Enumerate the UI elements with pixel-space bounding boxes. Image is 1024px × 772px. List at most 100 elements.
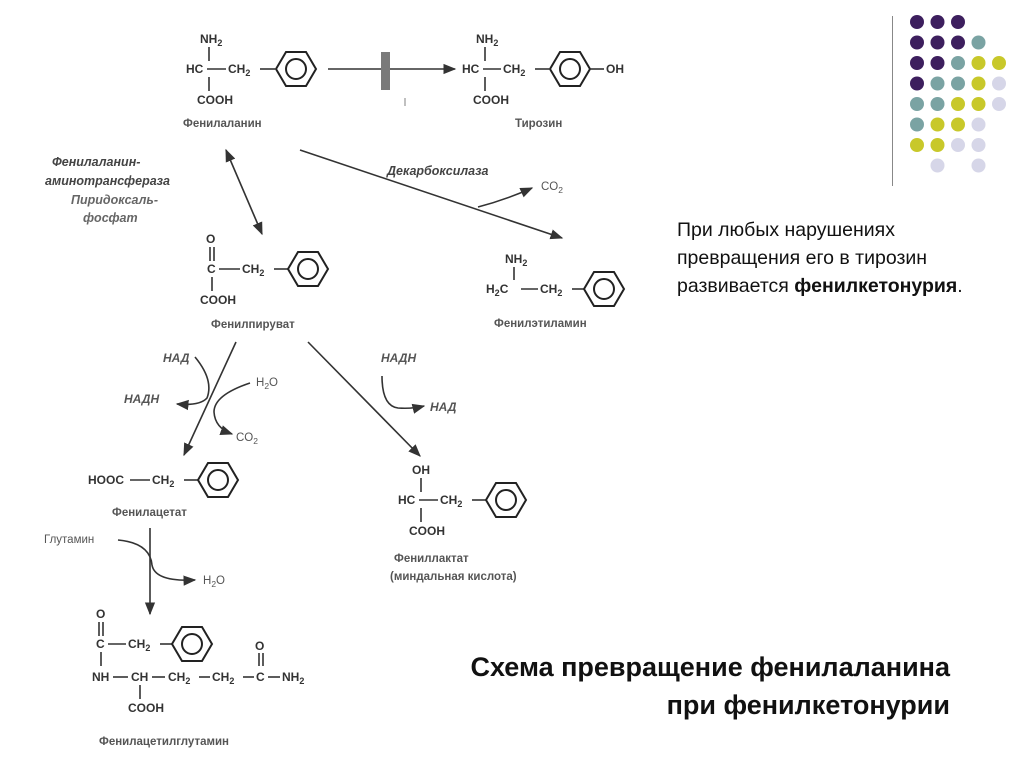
pa-ch2: CH2 (152, 473, 174, 489)
cofactor-line2: фосфат (83, 211, 138, 225)
decor-dot (992, 97, 1006, 111)
tyr-hc: HC (462, 62, 480, 76)
pag-ch: CH (131, 670, 148, 684)
h2o-label: H2O (256, 377, 278, 391)
transaminase-labels: Фенилаланин- аминотрансфераза Пиридоксал… (45, 155, 170, 225)
pea-ch2: CH2 (540, 282, 562, 298)
phenylalanine-label: Фенилаланин (183, 118, 262, 130)
phenylpyruvate-label: Фенилпируват (211, 319, 295, 331)
pyr-cooh: COOH (200, 293, 236, 307)
decor-dot (971, 35, 986, 50)
decor-dot (951, 117, 965, 132)
decor-dot (992, 56, 1006, 70)
decor-dot (951, 15, 965, 29)
phenylacetylglutamine-label: Фенилацетилглутамин (99, 736, 229, 748)
decor-dot (971, 76, 986, 91)
cofactor-line1: Пиридоксаль- (71, 193, 158, 207)
enzyme-decarboxylase: Декарбоксилаза (386, 164, 488, 178)
glutamine-conjugation-arrow: Глутамин H2O (44, 528, 225, 616)
h2o-label: H2O (203, 575, 225, 589)
pag-ch2: CH2 (128, 637, 150, 653)
phe-ch2: CH2 (228, 62, 250, 78)
pag-cooh: COOH (128, 701, 164, 715)
decor-dot (930, 97, 945, 111)
decor-dot (930, 35, 945, 50)
phenylethylamine-label: Фенилэтиламин (494, 318, 587, 330)
caption-line2: при фенилкетонурии (666, 690, 950, 720)
caption-line1: Схема превращение фенилаланина (470, 652, 950, 682)
note-bold-term: фенилкетонурия (794, 275, 958, 297)
blocked-reaction-arrow (328, 52, 457, 106)
decor-dot (992, 76, 1006, 91)
decor-dot (910, 138, 924, 152)
pl-oh: OH (412, 463, 430, 477)
phenylpyruvate-structure: O C CH2 COOH Фенилпируват (200, 232, 330, 331)
pea-h2c: H2C (486, 282, 509, 298)
decor-dot (910, 35, 924, 50)
nadh-label: НАДН (124, 392, 159, 406)
decor-dot (910, 56, 924, 70)
pyr-o: O (206, 232, 215, 246)
block-bar (381, 52, 390, 90)
nad-label: НАД (430, 400, 457, 414)
pyr-ch2: CH2 (242, 262, 264, 278)
note-end: . (957, 275, 963, 297)
decarboxylation-arrow: Декарбоксилаза CO2 (299, 149, 563, 240)
phenyllactate-note: (миндальная кислота) (390, 571, 517, 583)
pag-o: O (96, 607, 105, 621)
decorative-vertical-line (892, 16, 893, 186)
decor-dot (971, 97, 986, 111)
tyrosine-structure: NH2 HC CH2 OH COOH Тирозин (462, 32, 624, 130)
benzene-ring-icon (274, 51, 318, 87)
phe-cooh: COOH (197, 93, 233, 107)
pag-nh: NH (92, 670, 109, 684)
tyr-nh2: NH2 (476, 32, 498, 48)
benzene-ring-icon (548, 51, 592, 87)
tyr-ch2: CH2 (503, 62, 525, 78)
pa-hooc: HOOC (88, 473, 124, 487)
pea-nh2: NH2 (505, 252, 527, 268)
decor-dot (930, 158, 945, 173)
nad-label: НАД (163, 351, 190, 365)
pag-ch2-b: CH2 (168, 670, 190, 686)
phenyllactate-label: Фениллактат (394, 553, 469, 565)
enzyme-transaminase-line2: аминотрансфераза (45, 174, 170, 188)
tyr-cooh: COOH (473, 93, 509, 107)
pag-o-amide: O (255, 639, 264, 653)
phenylethylamine-structure: NH2 H2C CH2 Фенилэтиламин (486, 252, 626, 330)
decor-dot (951, 56, 965, 70)
phe-hc: HC (186, 62, 204, 76)
benzene-ring-icon (484, 482, 528, 518)
pl-cooh: COOH (409, 524, 445, 538)
reduction-arrow: НАДН НАД (307, 341, 457, 457)
benzene-ring-icon (170, 626, 214, 662)
decor-dot (951, 138, 965, 152)
decor-dot (971, 158, 986, 173)
explanation-note: При любых нарушениях превращения его в т… (677, 216, 977, 300)
decor-dot (910, 97, 924, 111)
benzene-ring-icon (286, 251, 330, 287)
decor-dot (971, 117, 986, 132)
decor-dot (910, 15, 924, 29)
pag-c-amide: C (256, 670, 265, 684)
pag-c: C (96, 637, 105, 651)
decor-dot (951, 97, 965, 111)
decor-dot (930, 138, 945, 152)
decor-dot (910, 76, 924, 91)
decor-dot (930, 76, 945, 91)
benzene-ring-icon (196, 462, 240, 498)
phenylacetate-label: Фенилацетат (112, 507, 187, 519)
decorative-dot-grid (910, 15, 1006, 173)
slide-caption: Схема превращение фенилаланина при фенил… (340, 648, 950, 724)
tyrosine-label: Тирозин (515, 118, 562, 130)
note-text: При любых нарушениях превращения его в т… (677, 219, 928, 297)
decor-dot (951, 35, 965, 50)
glutamine-label: Глутамин (44, 534, 94, 546)
phe-nh2: NH2 (200, 32, 222, 48)
decor-dot (910, 117, 924, 132)
phenylalanine-structure: NH2 HC CH2 COOH Фенилаланин (183, 32, 318, 130)
decor-dot (930, 56, 945, 70)
decor-dot (930, 15, 945, 29)
